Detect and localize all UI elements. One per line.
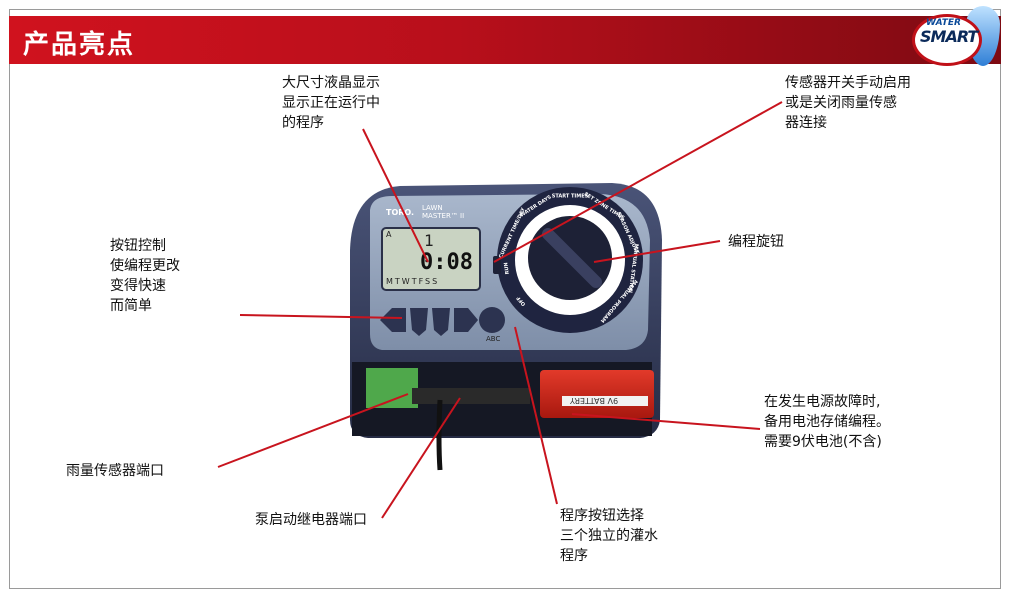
callout-lcd-line-2: 显示正在运行中 <box>282 95 380 111</box>
sensor-switch-line <box>493 101 783 263</box>
callout-program-line-2: 三个独立的灌水 <box>560 528 658 544</box>
pump-line <box>381 397 461 519</box>
callout-lcd-line-1: 大尺寸液晶显示 <box>282 75 380 91</box>
rain-sensor-line <box>217 393 409 468</box>
callout-battery-line-1: 在发生电源故障时, <box>764 394 881 410</box>
battery-label-strip <box>562 396 648 406</box>
callout-rain-sensor: 雨量传感器端口 <box>66 461 164 481</box>
callout-lcd-line-3: 的程序 <box>282 115 324 131</box>
callout-sensor-line-3: 器连接 <box>785 115 827 131</box>
down-button-1 <box>410 308 428 336</box>
lcd-program-letter: A <box>386 230 392 239</box>
callout-sensor-line-2: 或是关闭雨量传感 <box>785 95 897 111</box>
callout-program-line-3: 程序 <box>560 548 588 564</box>
callout-sensor-switch: 传感器开关手动启用 或是关闭雨量传感 器连接 <box>785 73 911 133</box>
down-button-2 <box>432 308 450 336</box>
water-smart-logo: WATER SMART <box>912 4 1000 70</box>
callout-battery-line-3: 需要9伏电池(不含) <box>764 434 882 450</box>
right-button <box>454 308 478 332</box>
dial-label: START TIMES <box>552 194 589 200</box>
program-button-line <box>514 326 558 505</box>
lcd-time: 0:08 <box>420 250 473 275</box>
callout-dial-line-1: 编程旋钮 <box>728 234 784 250</box>
model-line-1: LAWN <box>422 204 443 212</box>
program-button <box>479 307 505 333</box>
dial-label: OFF <box>515 295 527 307</box>
circuit-board <box>366 368 418 408</box>
callout-buttons-line-1: 按钮控制 <box>110 238 166 254</box>
model-text: LAWN MASTER™ II <box>422 204 464 220</box>
logo-bottom-text: SMART <box>920 27 978 46</box>
lcd-days: MTWTFSS <box>386 277 440 286</box>
callout-lcd: 大尺寸液晶显示 显示正在运行中 的程序 <box>282 73 380 133</box>
callout-program-line-1: 程序按钮选择 <box>560 508 644 524</box>
callout-buttons-line-3: 变得快速 <box>110 278 166 294</box>
model-line-2: MASTER™ II <box>422 212 465 220</box>
callout-buttons-line-2: 使编程更改 <box>110 258 180 274</box>
page-title: 产品亮点 <box>23 30 136 60</box>
callout-sensor-line-1: 传感器开关手动启用 <box>785 75 911 91</box>
terminal-block <box>412 388 530 404</box>
header-bar: 产品亮点 <box>9 16 1001 64</box>
callout-pump-line-1: 泵启动继电器端口 <box>255 512 367 528</box>
callout-buttons: 按钮控制 使编程更改 变得快速 而简单 <box>110 236 180 316</box>
left-button <box>380 308 406 332</box>
battery-line <box>571 413 761 430</box>
dial-label: RUN <box>503 262 511 275</box>
callout-buttons-line-4: 而简单 <box>110 298 152 314</box>
dial-line <box>593 240 721 263</box>
dial-pointer <box>542 228 602 288</box>
callout-dial: 编程旋钮 <box>728 232 784 252</box>
abc-label: ABC <box>486 335 501 343</box>
callout-battery-line-2: 备用电池存储编程。 <box>764 414 890 430</box>
lcd-line <box>362 128 429 263</box>
callout-rain-line-1: 雨量传感器端口 <box>66 463 164 479</box>
page-frame <box>9 9 1001 589</box>
callout-program-button: 程序按钮选择 三个独立的灌水 程序 <box>560 506 658 566</box>
logo-badge <box>912 14 982 66</box>
lcd-number: 1 <box>424 231 434 250</box>
buttons-line <box>239 314 403 319</box>
callout-battery: 在发生电源故障时, 备用电池存储编程。 需要9伏电池(不含) <box>764 392 890 452</box>
callout-pump: 泵启动继电器端口 <box>255 510 367 530</box>
power-cable <box>436 399 443 471</box>
brand-text: TORO. <box>386 208 415 217</box>
logo-top-text: WATER <box>926 18 961 28</box>
lcd-screen <box>381 227 481 291</box>
dial-labels-band <box>497 187 643 333</box>
